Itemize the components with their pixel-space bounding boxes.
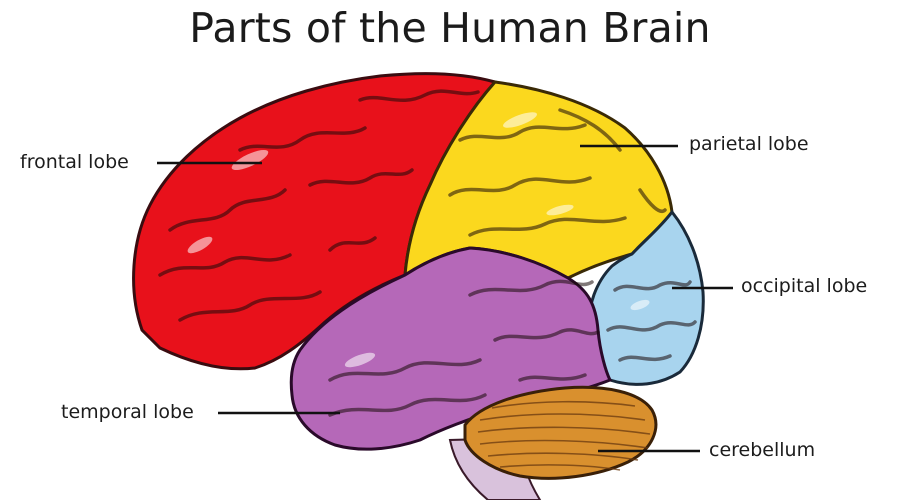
label-occipital-lobe: occipital lobe <box>741 275 868 297</box>
gyri-folds <box>158 89 697 417</box>
cerebellum-stripes <box>477 400 651 471</box>
label-cerebellum: cerebellum <box>709 439 816 461</box>
highlights <box>187 112 650 368</box>
label-temporal-lobe: temporal lobe <box>61 401 194 423</box>
diagram-title: Parts of the Human Brain <box>189 4 711 52</box>
label-frontal-lobe: frontal lobe <box>20 151 129 173</box>
label-parietal-lobe: parietal lobe <box>689 133 809 155</box>
